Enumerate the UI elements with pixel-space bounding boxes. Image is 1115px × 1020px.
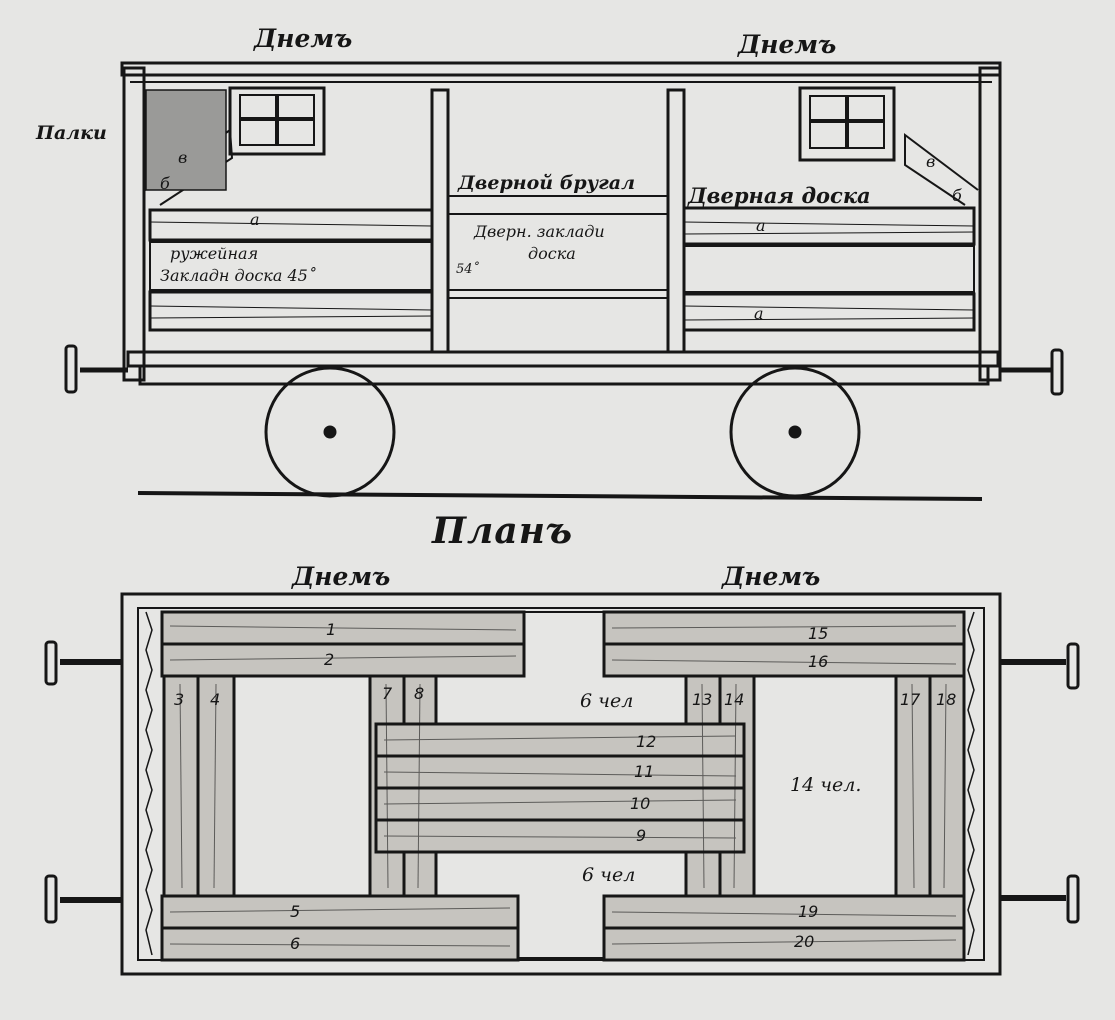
board-a-right [682, 206, 976, 246]
board-a-right-lower [682, 292, 976, 332]
plan-day-right: Днемъ [722, 562, 821, 591]
side-elevation [64, 61, 1064, 501]
board-number-13: 13 [692, 690, 713, 709]
board-number-18: 18 [936, 690, 957, 709]
letter-a-right: а [754, 304, 764, 323]
letter-a-left: а [250, 210, 260, 229]
board-number-12: 12 [636, 732, 657, 751]
underframe [138, 364, 990, 386]
plan-buffer-tr [1066, 642, 1080, 690]
height-mark: 54˚ [456, 262, 480, 277]
board-number-4: 4 [210, 690, 221, 709]
letter-a-mid: а [756, 216, 766, 235]
roof-beam [120, 61, 1002, 77]
buffer-left [64, 344, 78, 394]
people-top: 6 чел [580, 690, 634, 712]
rail-line [137, 491, 983, 501]
board-number-15: 15 [808, 624, 829, 643]
board-19 [602, 894, 966, 930]
plan-outer-wall [120, 592, 1002, 976]
plan-buffer-bl [44, 874, 58, 924]
board-16 [602, 642, 966, 678]
plan-buffer-tl [44, 640, 58, 686]
door-post-left [430, 88, 450, 354]
board-number-17: 17 [900, 690, 921, 709]
door-lay-board-label-2: доска [528, 244, 576, 263]
left-end-post [122, 66, 146, 382]
board-number-10: 10 [630, 794, 651, 813]
board-number-8: 8 [414, 684, 425, 703]
letter-v-right: в [926, 152, 936, 171]
shelves-label: Палки [36, 122, 107, 144]
people-bottom: 6 чел [582, 864, 636, 886]
board-10 [374, 786, 746, 822]
board-2 [160, 642, 526, 678]
board-number-9: 9 [636, 826, 647, 845]
side-day-right: Днемъ [738, 30, 837, 59]
board-number-20: 20 [794, 932, 815, 951]
board-number-2: 2 [324, 650, 335, 669]
window-right [798, 86, 896, 162]
board-number-7: 7 [382, 684, 393, 703]
door-post-right [666, 88, 686, 354]
board-a-left [148, 208, 434, 242]
floor-beam [126, 350, 1000, 368]
board-number-16: 16 [808, 652, 829, 671]
buffer-right [1050, 348, 1064, 396]
board-number-3: 3 [174, 690, 185, 709]
letter-b-left: б [160, 174, 170, 193]
board-18 [928, 674, 966, 898]
board-number-19: 19 [798, 902, 819, 921]
board-5 [160, 894, 520, 930]
gun-board-label-2: Закладн доска 45˚ [160, 266, 316, 285]
door-bar-label: Дверной бругал [458, 172, 635, 194]
board-number-14: 14 [724, 690, 745, 709]
board-11 [374, 754, 746, 790]
board-a-left-lower [148, 290, 434, 332]
board-number-6: 6 [290, 934, 301, 953]
board-12 [374, 722, 746, 758]
hatched-shelf-area [145, 89, 227, 191]
board-number-1: 1 [326, 620, 337, 639]
letter-b-right: б [952, 186, 962, 205]
gun-board-label-1: ружейная [170, 244, 259, 263]
people-right: 14 чел. [790, 774, 862, 796]
plan-day-left: Днемъ [292, 562, 391, 591]
door-board-label: Дверная доска [688, 183, 871, 208]
board-20 [602, 926, 966, 962]
board-number-5: 5 [290, 902, 301, 921]
board-number-11: 11 [634, 762, 655, 781]
window-left [228, 86, 326, 156]
letter-v-left: в [178, 148, 188, 167]
side-day-left: Днемъ [254, 24, 353, 53]
plan-title: Планъ [432, 510, 574, 552]
door-lay-board-label-1: Дверн. заклади [474, 222, 605, 241]
plan-buffer-br [1066, 874, 1080, 924]
plan-view [44, 592, 1080, 976]
right-end-post [978, 66, 1002, 382]
